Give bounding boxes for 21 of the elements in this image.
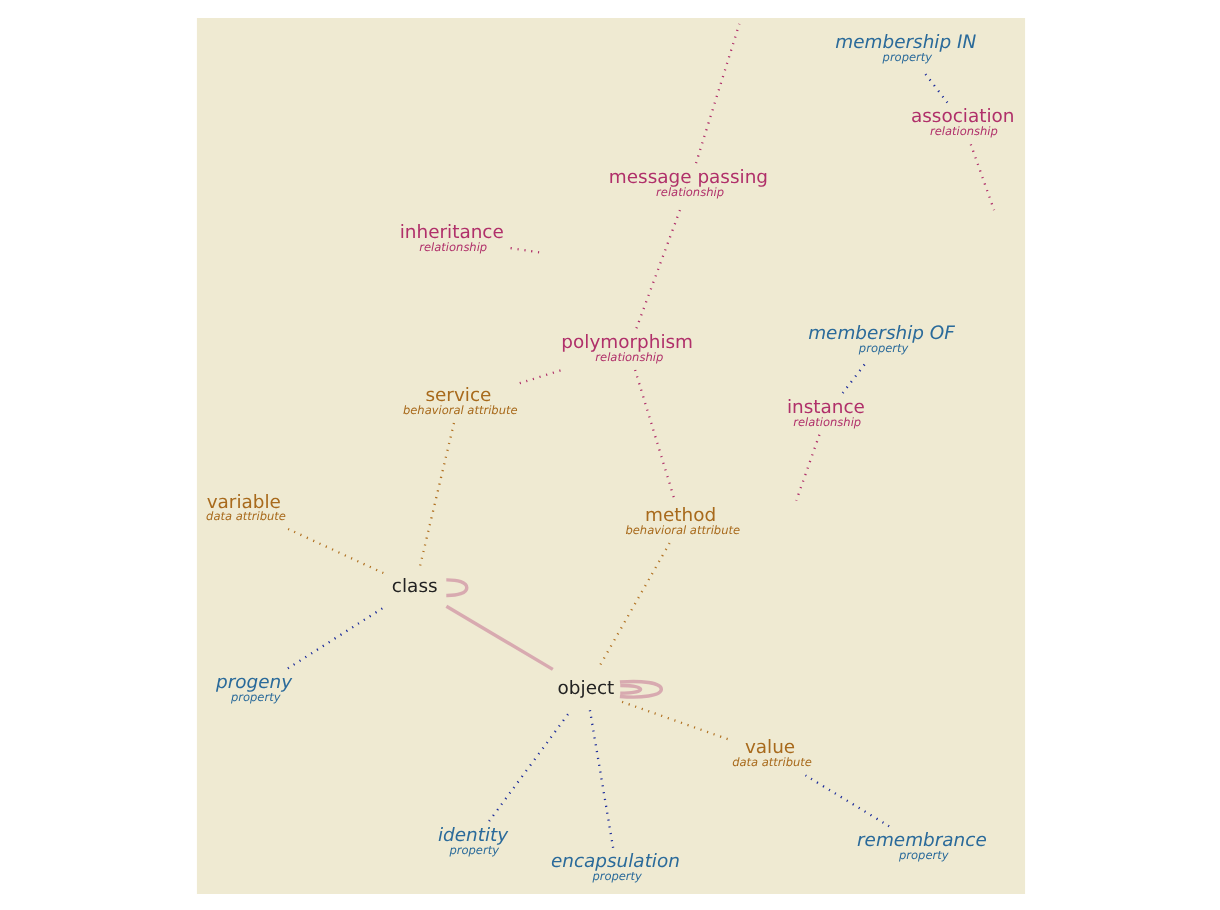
connector xyxy=(921,69,948,103)
connector xyxy=(518,367,562,384)
node-text: object xyxy=(556,676,614,699)
connector xyxy=(286,526,383,574)
connector xyxy=(794,433,820,500)
connector xyxy=(417,421,455,566)
connector xyxy=(596,541,670,668)
connector xyxy=(286,605,383,669)
connector xyxy=(634,204,682,328)
connector xyxy=(803,773,889,827)
connector xyxy=(619,682,642,694)
connector xyxy=(445,577,468,597)
connector xyxy=(618,699,727,740)
connector xyxy=(633,368,676,501)
connector xyxy=(487,708,571,821)
connector xyxy=(587,708,614,847)
connector xyxy=(840,359,867,393)
node-text: class xyxy=(390,575,437,598)
connector xyxy=(968,142,995,210)
connector xyxy=(618,678,663,698)
connector xyxy=(444,603,553,670)
